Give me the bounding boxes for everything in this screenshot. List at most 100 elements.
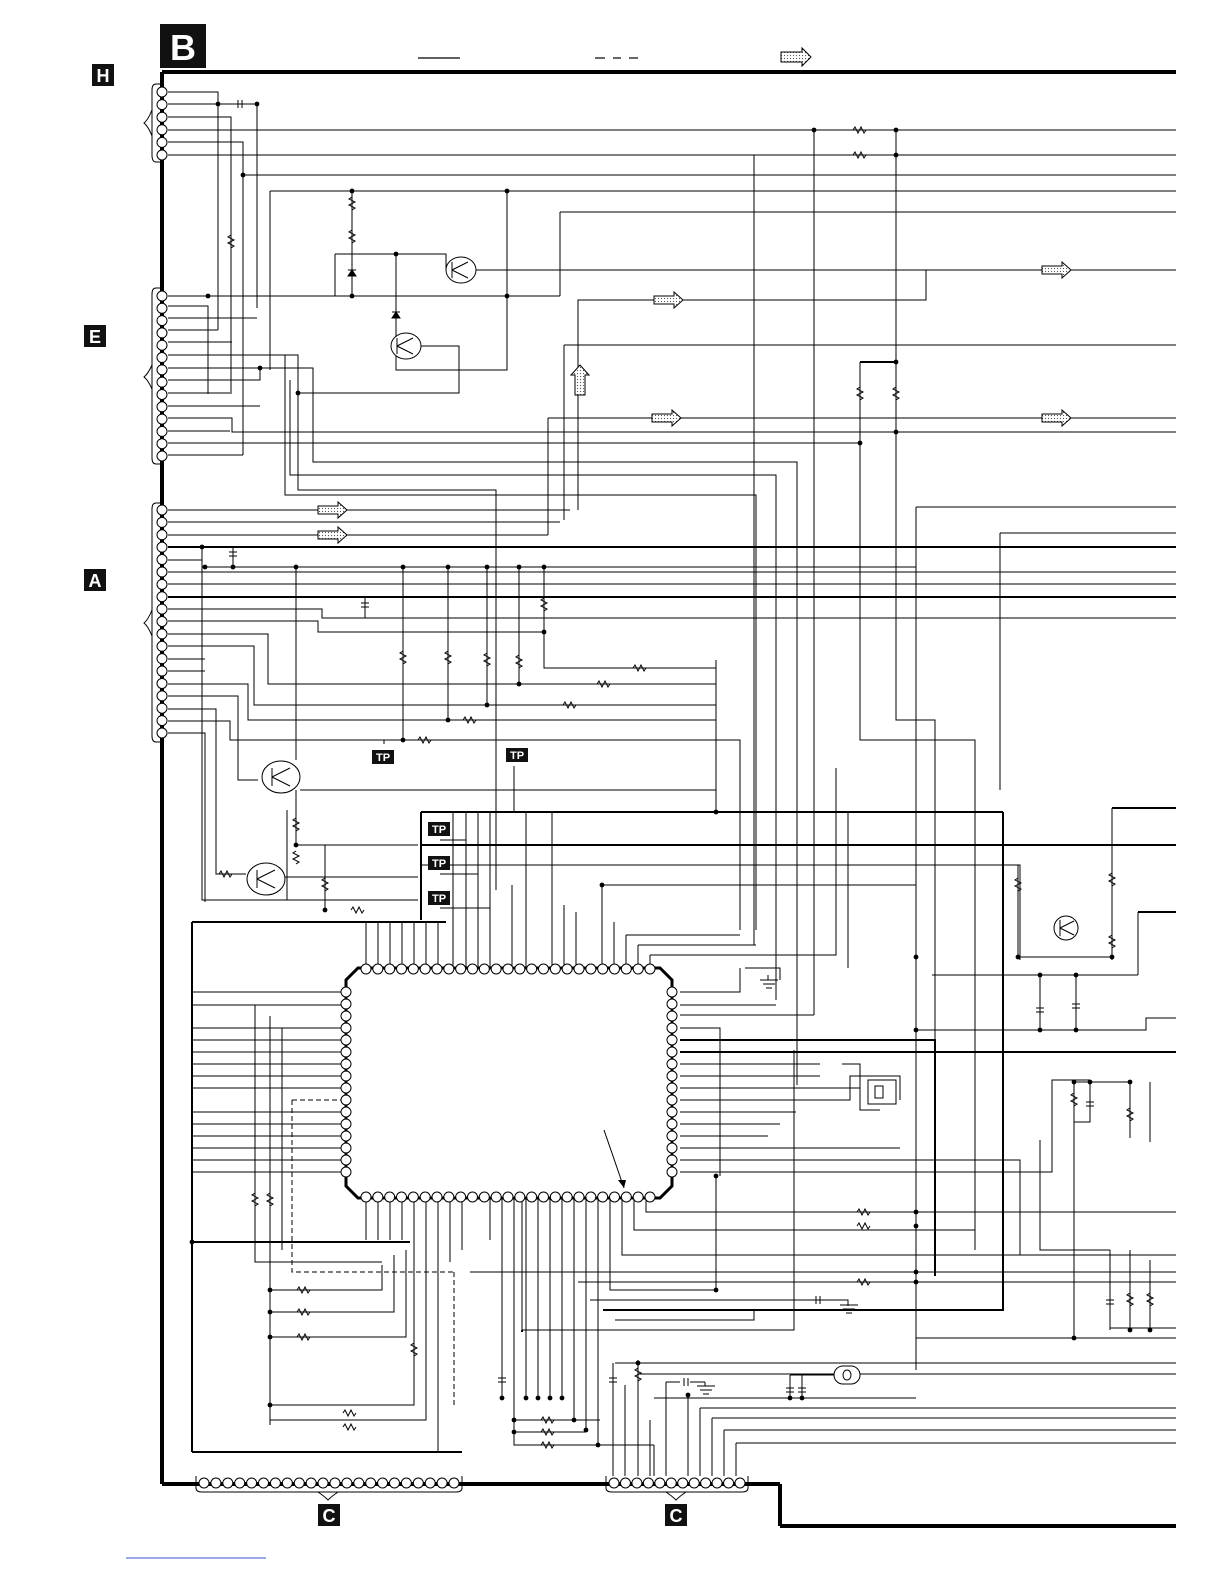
connector-a-pin <box>157 555 167 565</box>
ic-bottom-pin <box>385 1192 395 1202</box>
ic-top-pin <box>515 964 525 974</box>
ic-top-pin <box>385 964 395 974</box>
transistor-q4 <box>247 863 285 895</box>
ic-left-pin <box>341 999 351 1009</box>
connector-c-left-pin <box>425 1478 435 1488</box>
connector-e-pin <box>157 291 167 301</box>
crystal-oscillator <box>868 1080 896 1104</box>
ic-top-pin <box>562 964 572 974</box>
junction-dot <box>323 908 328 913</box>
ic-bottom-pin <box>562 1192 572 1202</box>
ic-left-pin <box>341 1167 351 1177</box>
junction-dot <box>686 1393 691 1398</box>
ic-left-pin <box>341 1095 351 1105</box>
junction-dot <box>394 252 399 257</box>
transistor-q2 <box>391 333 421 359</box>
junction-dot <box>584 1428 589 1433</box>
ic-left-pin <box>341 987 351 997</box>
ic-right-pin <box>667 1167 677 1177</box>
connector-h: H <box>92 64 167 162</box>
connector-e-pin <box>157 365 167 375</box>
ic-top-pin <box>397 964 407 974</box>
connector-h-pin <box>157 137 167 147</box>
connector-a-pin <box>157 678 167 688</box>
junction-dot <box>268 1403 273 1408</box>
ic-left-pin <box>341 1035 351 1045</box>
board-label: B <box>160 24 206 68</box>
ic-top-pin <box>550 964 560 974</box>
ic-left-pin <box>341 1107 351 1117</box>
junction-dot <box>536 1396 541 1401</box>
connector-h-label: H <box>97 66 110 86</box>
connector-a-pin <box>157 517 167 527</box>
resistor <box>351 907 364 913</box>
junction-dot <box>1016 955 1021 960</box>
connector-a-label: A <box>89 571 102 591</box>
junction-dot <box>190 1240 195 1245</box>
connector-a-pin <box>157 505 167 515</box>
ic-right-pin <box>667 999 677 1009</box>
junction-dot <box>512 1418 517 1423</box>
junction-dot <box>1074 1028 1079 1033</box>
ic-bottom-pin <box>361 1192 371 1202</box>
junction-dot <box>1072 1080 1077 1085</box>
connector-c-left-pin <box>211 1478 221 1488</box>
junction-dot <box>914 1210 919 1215</box>
ic-bottom-pin <box>408 1192 418 1202</box>
junction-dot <box>231 565 236 570</box>
connector-a-pin <box>157 629 167 639</box>
test-point-2: TP <box>506 748 528 762</box>
connector-e-pin <box>157 439 167 449</box>
junction-dot <box>401 565 406 570</box>
svg-text:TP: TP <box>376 752 390 764</box>
junction-dot <box>714 1174 719 1179</box>
connector-a-pin <box>157 716 167 726</box>
connector-c-right-pin <box>643 1478 653 1488</box>
ic-top-pin <box>468 964 478 974</box>
connector-e-pin <box>157 426 167 436</box>
connector-c-right-pin <box>620 1478 630 1488</box>
connector-a-pin <box>157 530 167 540</box>
signal-arrow <box>571 365 589 395</box>
ic-right-pin <box>667 1035 677 1045</box>
junction-dot <box>517 682 522 687</box>
ic-bottom-pin <box>420 1192 430 1202</box>
connector-c-right-pin <box>632 1478 642 1488</box>
connector-a-pin <box>157 691 167 701</box>
connector-c-left-pin <box>389 1478 399 1488</box>
ic-top-pin <box>503 964 513 974</box>
junction-dot <box>350 189 355 194</box>
junction-dot <box>524 1396 529 1401</box>
ic-top-pin <box>527 964 537 974</box>
main-ic <box>341 964 677 1202</box>
connector-c-left-pin <box>282 1478 292 1488</box>
junction-dot <box>294 565 299 570</box>
signal-arrow <box>652 410 681 426</box>
ic-right-pin <box>667 1059 677 1069</box>
ic-top-pin <box>444 964 454 974</box>
junction-dot <box>216 102 221 107</box>
connector-e: E <box>84 288 167 464</box>
connector-c-right-pin <box>666 1478 676 1488</box>
transistor-q1 <box>446 257 476 283</box>
ic-bottom-pin <box>645 1192 655 1202</box>
ic-left-pin <box>341 1143 351 1153</box>
ic-bottom-pin <box>598 1192 608 1202</box>
ic-bottom-pin <box>456 1192 466 1202</box>
connector-c-left-pin <box>223 1478 233 1488</box>
junction-dot <box>296 391 301 396</box>
ic-bottom-pin <box>515 1192 525 1202</box>
ic-right-pin <box>667 1119 677 1129</box>
junction-dot <box>858 441 863 446</box>
connector-h-pin <box>157 125 167 135</box>
ic-top-pin <box>586 964 596 974</box>
junction-dot <box>542 630 547 635</box>
junction-dot <box>1038 1028 1043 1033</box>
ic-bottom-pin <box>432 1192 442 1202</box>
junction-dot <box>258 366 263 371</box>
ic-bottom-pin <box>621 1192 631 1202</box>
connector-c-left-pin <box>270 1478 280 1488</box>
junction-dot <box>636 1361 641 1366</box>
ic-left-pin <box>341 1119 351 1129</box>
connector-c-left-pin <box>247 1478 257 1488</box>
